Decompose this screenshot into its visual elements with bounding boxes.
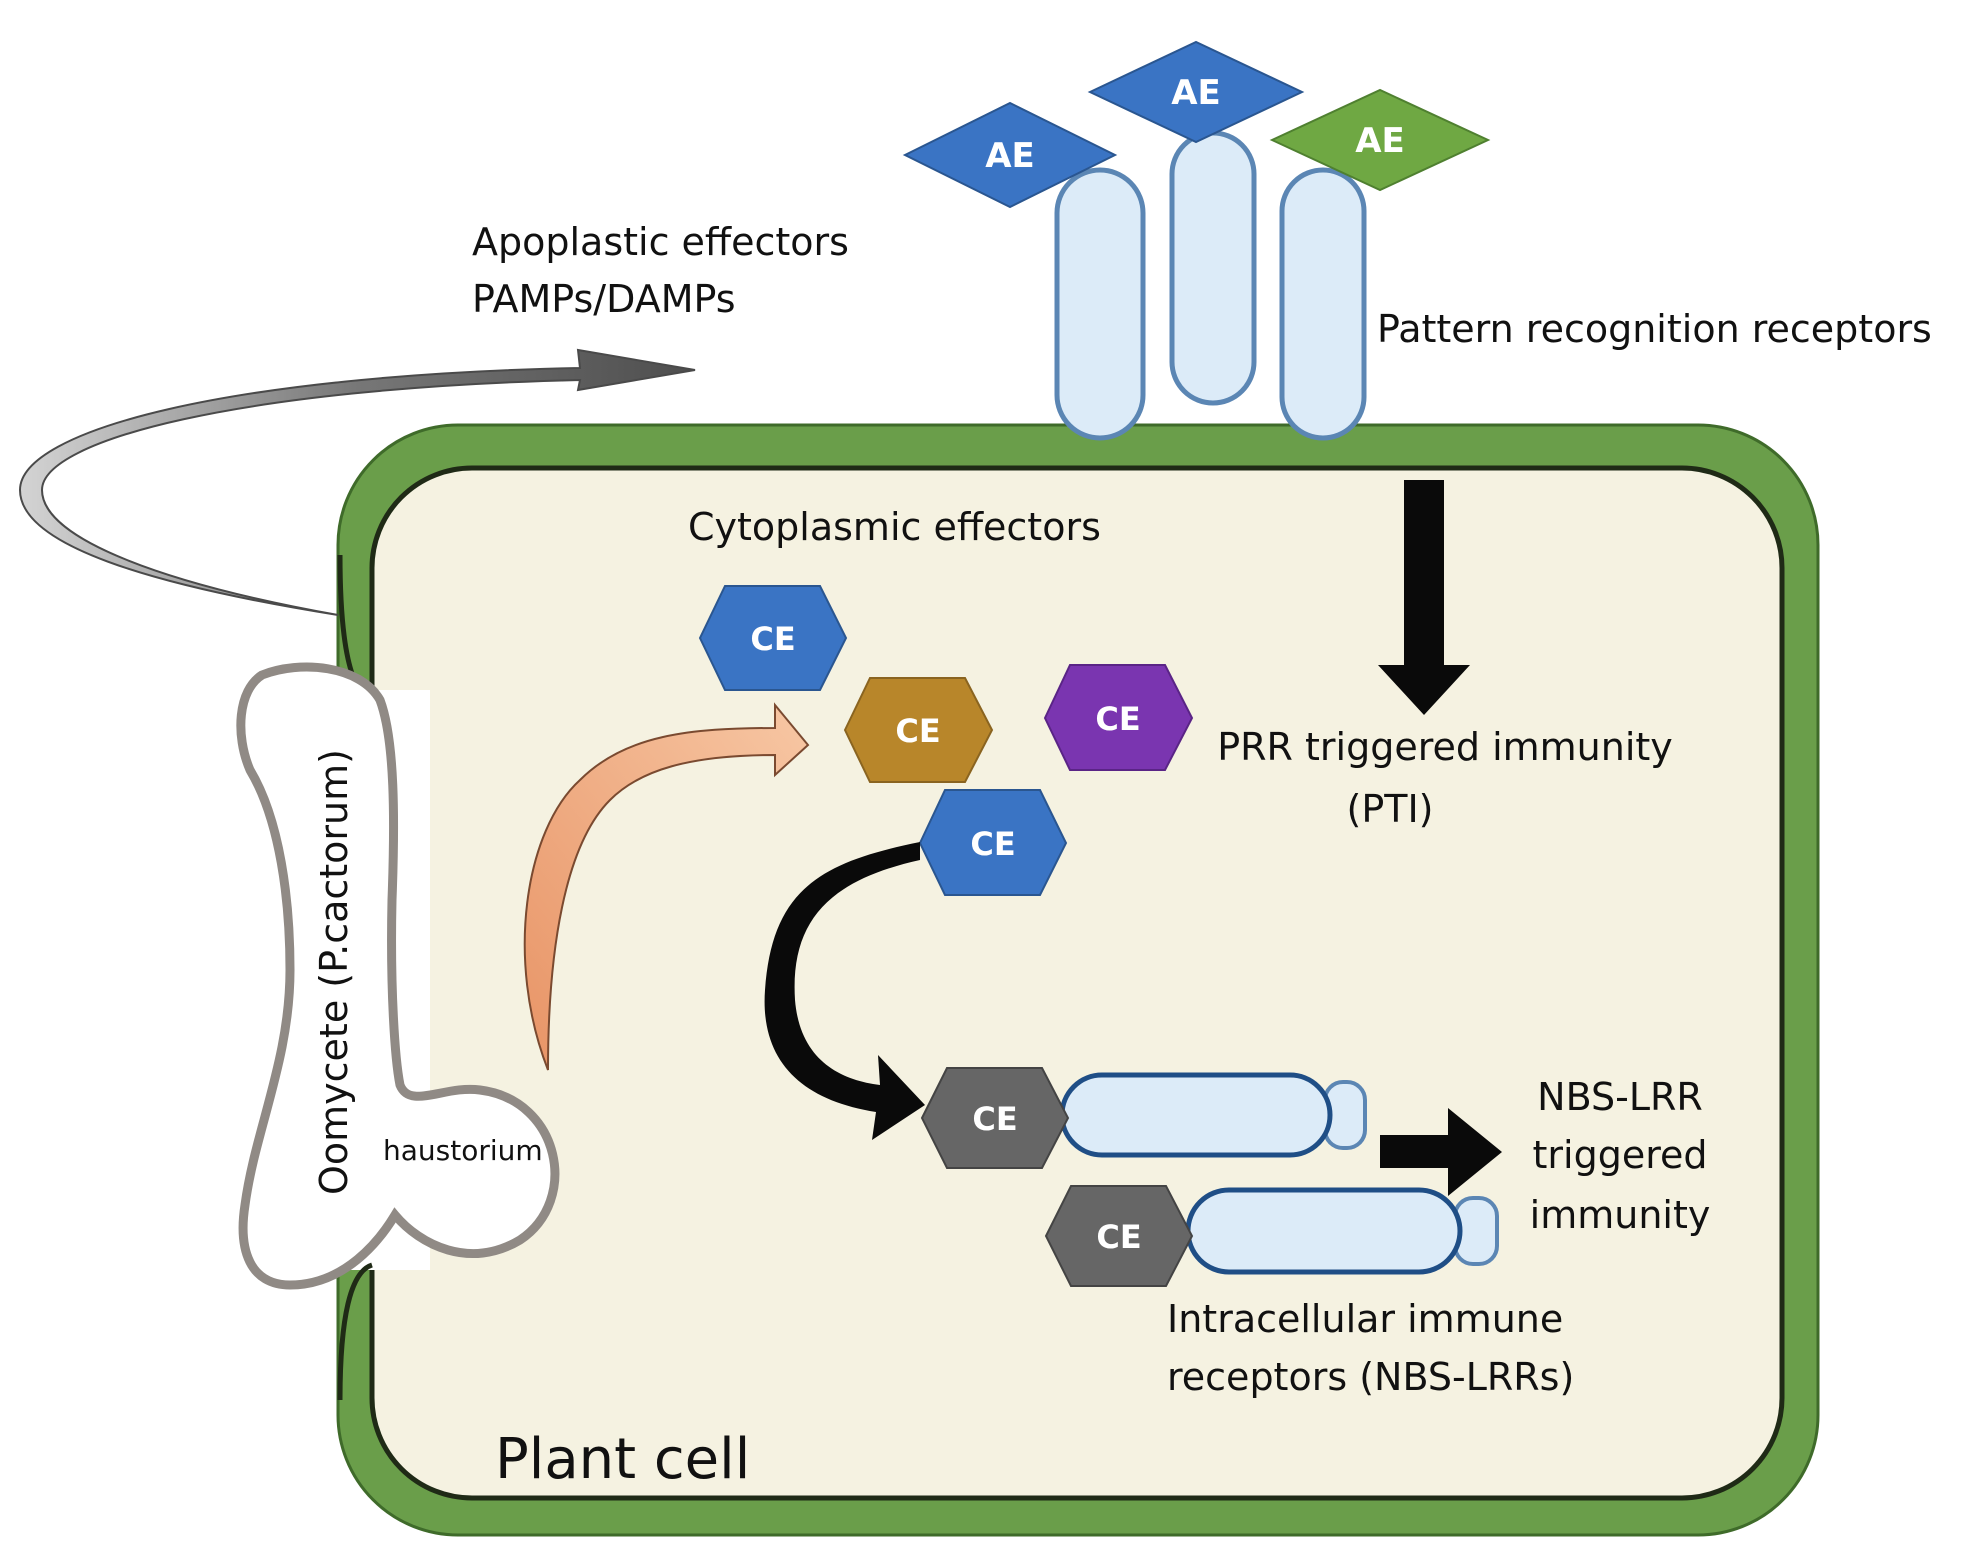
cytoplasmic-effector-shape	[918, 789, 1068, 896]
intracellular-receptors-label-line2: receptors (NBS-LRRs)	[1167, 1355, 1574, 1399]
pti-label: PRR triggered immunity	[1217, 725, 1673, 769]
oomycete-label: Oomycete (P.cactorum)	[312, 749, 356, 1195]
pti-abbrev-label: (PTI)	[1347, 787, 1434, 831]
cytoplasm	[369, 465, 1785, 1501]
effector-recognition-arrow	[764, 842, 925, 1140]
cytoplasmic-effector-label: CE	[750, 620, 795, 658]
cytoplasmic-effector-shape	[1043, 664, 1194, 771]
prr-receptor	[1054, 167, 1146, 441]
intracellular-receptor: CE	[1044, 1185, 1499, 1287]
intracellular-effector-label: CE	[1096, 1218, 1141, 1256]
nbs-immunity-label-line3: immunity	[1530, 1193, 1711, 1237]
intracellular-receptor: CE	[920, 1067, 1367, 1169]
apoplastic-effector-shape	[902, 101, 1118, 209]
cytoplasmic-effector-label: CE	[1095, 700, 1140, 738]
intracellular-effector-shape	[1044, 1185, 1194, 1287]
cytoplasmic-effectors-label: Cytoplasmic effectors	[688, 505, 1101, 549]
nbs-lrr-body	[1059, 1072, 1333, 1158]
nbs-immunity-label-line2: triggered	[1533, 1133, 1708, 1177]
haustorium-label: haustorium	[383, 1134, 543, 1167]
cytoplasmic-effector-label: CE	[895, 712, 940, 750]
apoplastic-effector: AE	[1269, 88, 1491, 192]
oomycete-body	[236, 662, 560, 1290]
apoplastic-effectors-label: Apoplastic effectors	[472, 220, 849, 264]
cell-wall-opening-edge-bottom	[337, 1262, 374, 1401]
apoplastic-effector: AE	[1087, 40, 1305, 144]
cytoplasmic-effector: CE	[1043, 664, 1194, 771]
prr-receptor	[1169, 130, 1257, 406]
apoplastic-effector-shape	[1087, 40, 1305, 144]
cytoplasmic-effector: CE	[698, 585, 848, 691]
pti-signal-arrow	[1378, 480, 1470, 715]
prr-receptor	[1279, 167, 1367, 441]
intracellular-effector-label: CE	[972, 1100, 1017, 1138]
intracellular-effector-shape	[920, 1067, 1070, 1169]
apoplastic-effector-shape	[1269, 88, 1491, 192]
apoplastic-effector-label: AE	[1355, 121, 1405, 161]
orange-delivery-arrow	[523, 702, 810, 1071]
apoplastic-effector: AE	[902, 101, 1118, 209]
cytoplasmic-effector-shape	[843, 677, 994, 783]
cytoplasmic-effector-label: CE	[970, 825, 1015, 863]
plant-cell-label: Plant cell	[495, 1427, 750, 1492]
cytoplasmic-effector-shape	[698, 585, 848, 691]
apoplastic-effector-label: AE	[985, 136, 1035, 176]
grey-secretion-arrow	[18, 348, 696, 616]
nbs-immunity-label-line1: NBS-LRR	[1537, 1075, 1703, 1119]
nbs-lrr-body	[1185, 1187, 1463, 1275]
pattern-recognition-label: Pattern recognition receptors	[1377, 307, 1932, 351]
pattern-recognition-receptors	[1054, 130, 1367, 441]
apoplastic-effector-label: AE	[1171, 73, 1221, 113]
nbs-lrr-signal-arrow	[1380, 1108, 1502, 1196]
pamps-damps-label: PAMPs/DAMPs	[472, 277, 736, 321]
cytoplasmic-effector: CE	[843, 677, 994, 783]
cytoplasmic-effector: CE	[918, 789, 1068, 896]
intracellular-receptors-label-line1: Intracellular immune	[1167, 1297, 1563, 1341]
